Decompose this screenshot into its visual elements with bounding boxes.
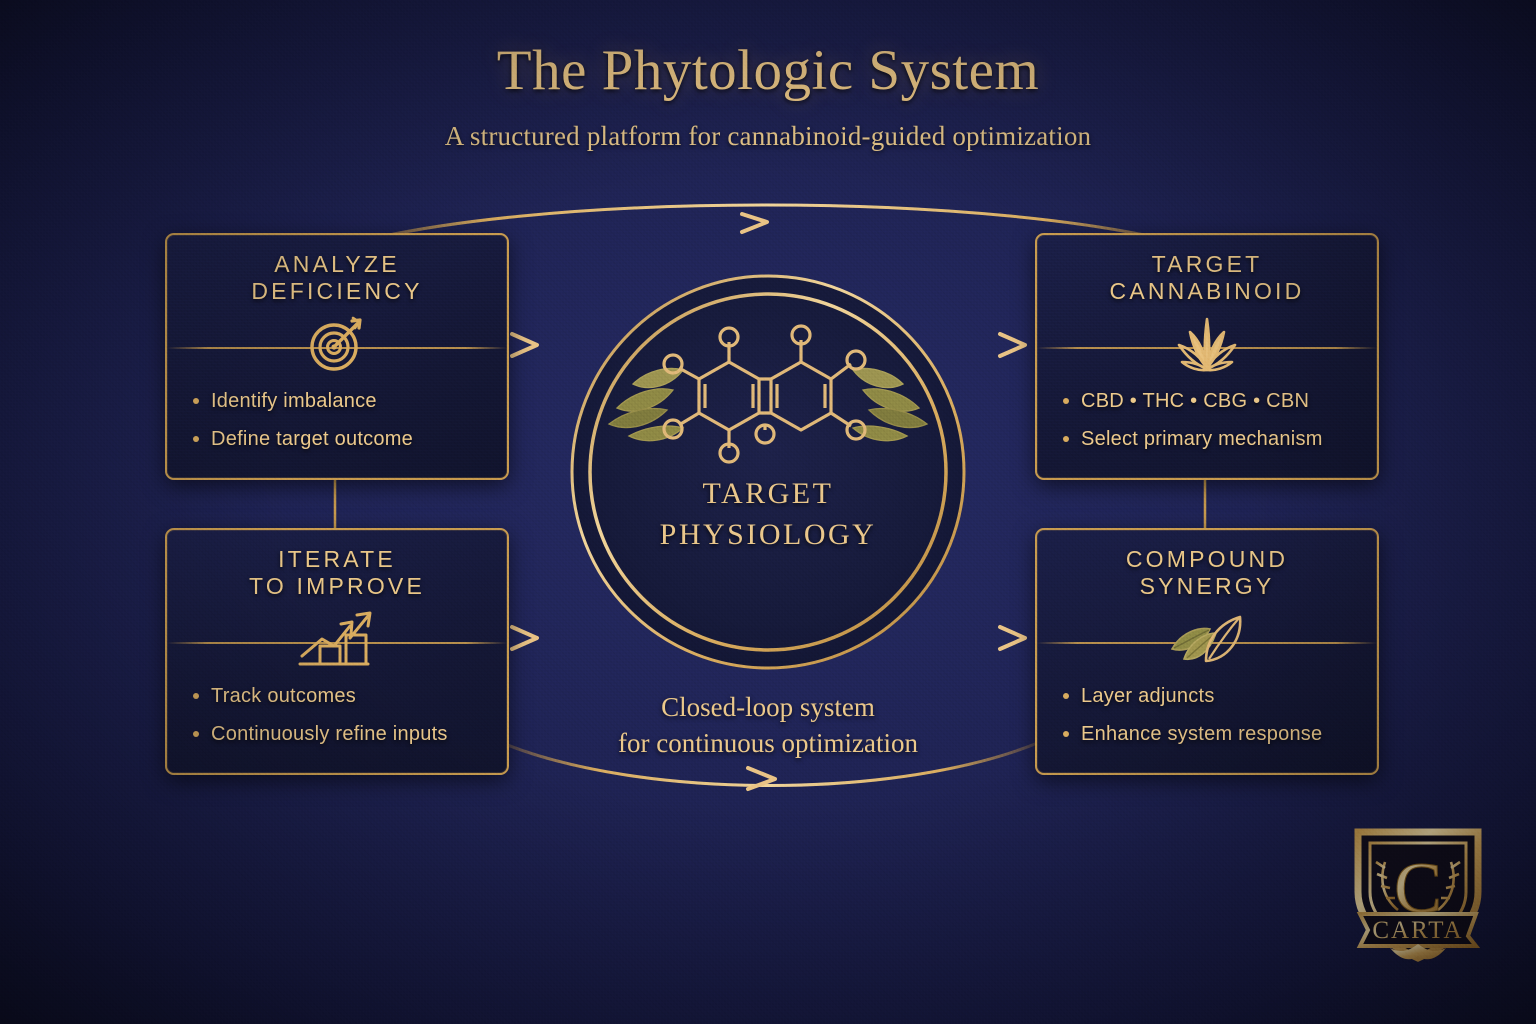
center-label-line2: PHYSIOLOGY [659,517,877,551]
list-item: CBD • THC • CBG • CBN [1061,389,1357,414]
card-bullets-target-cannabinoid: CBD • THC • CBG • CBN Select primary mec… [1037,379,1377,452]
list-item: Select primary mechanism [1061,427,1357,452]
card-title-line1: TARGET [1151,251,1263,277]
carta-logo[interactable]: C CARTA [1338,818,1498,968]
card-title-line1: ANALYZE [274,251,400,277]
card-title-line2: DEFICIENCY [251,278,423,305]
page-subtitle: A structured platform for cannabinoid-gu… [444,121,1092,151]
card-title-line1: COMPOUND [1125,546,1289,572]
card-title-line1: ITERATE [278,546,396,572]
molecule-atoms [662,324,867,464]
card-title-line2: TO IMPROVE [249,573,425,600]
target-arrow-icon [167,309,507,379]
page-title: The Phytologic System [496,39,1040,102]
caption-line2: for continuous optimization [618,727,918,758]
card-title-iterate-to-improve: ITERATE TO IMPROVE [167,530,507,600]
center-label-line1: TARGET [702,477,834,510]
card-analyze-deficiency[interactable]: ANALYZE DEFICIENCY Identify imbalance De… [165,233,509,480]
cannabis-leaf-icon [1037,309,1377,379]
closed-loop-caption: Closed-loop system for continuous optimi… [0,690,1536,761]
card-title-compound-synergy: COMPOUND SYNERGY [1037,530,1377,600]
card-title-line2: CANNABINOID [1109,278,1305,305]
two-leaves-icon [1037,604,1377,674]
logo-name: CARTA [1372,917,1463,944]
top-arc-arrowhead [740,212,769,234]
center-label: TARGET PHYSIOLOGY [568,474,968,555]
card-title-analyze-deficiency: ANALYZE DEFICIENCY [167,235,507,305]
card-title-line2: SYNERGY [1139,573,1275,600]
page-header: The Phytologic System A structured platf… [0,38,1536,152]
cannabinoid-molecule-icon [607,324,929,464]
card-bullets-analyze-deficiency: Identify imbalance Define target outcome [167,379,507,452]
list-item: Define target outcome [191,427,487,452]
card-target-cannabinoid[interactable]: TARGET CANNABINOID CBD • THC • CBG • CBN… [1035,233,1379,480]
card-title-target-cannabinoid: TARGET CANNABINOID [1037,235,1377,305]
laurel-left-icon [607,367,685,442]
molecule-skeleton [678,340,852,448]
center-medallion[interactable]: TARGET PHYSIOLOGY [568,272,968,672]
growth-chart-arrow-icon [167,604,507,674]
caption-line1: Closed-loop system [661,692,875,722]
list-item: Identify imbalance [191,389,487,414]
